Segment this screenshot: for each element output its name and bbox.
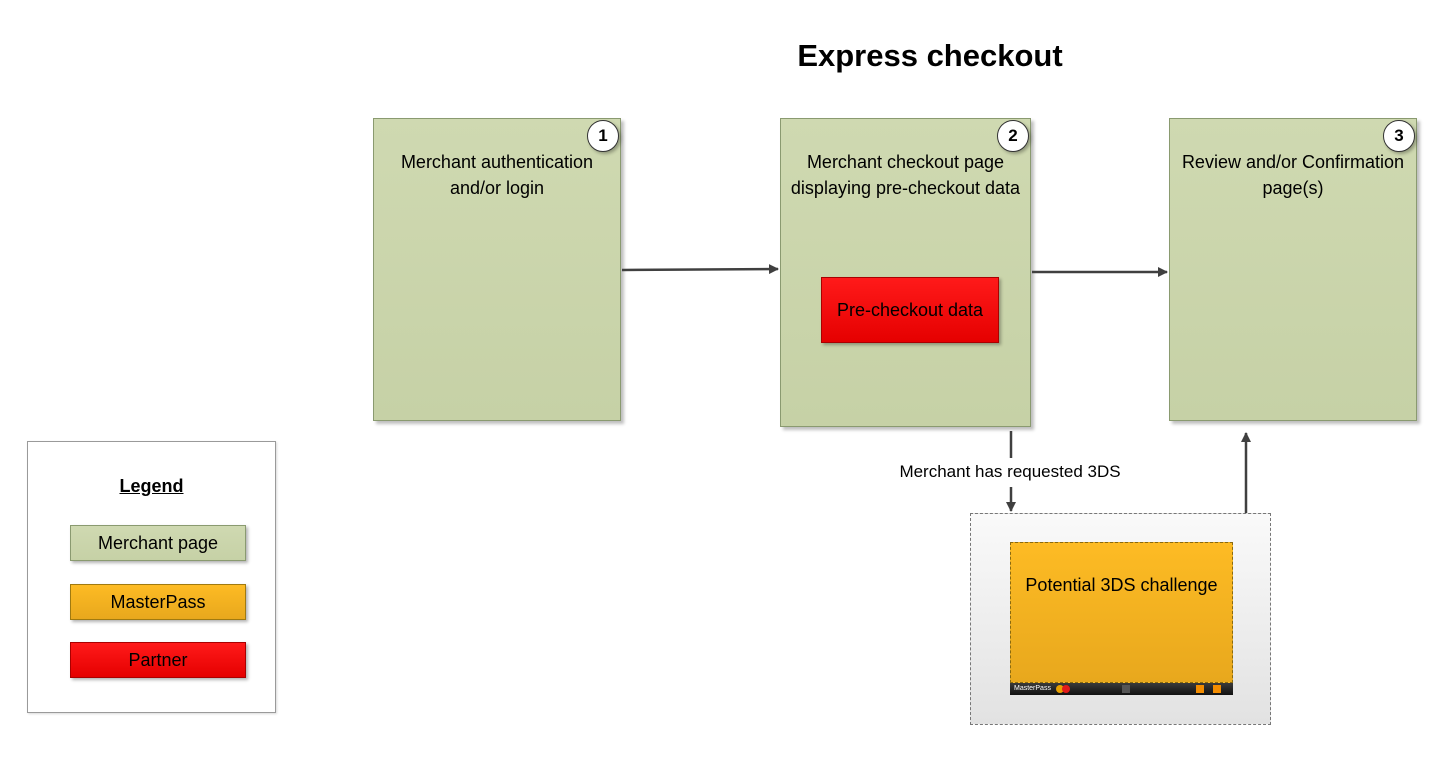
legend-panel: Legend Merchant page MasterPass Partner: [27, 441, 276, 713]
legend-masterpass: MasterPass: [70, 584, 246, 620]
step-2-merchant-page: Merchant checkout page displaying pre-ch…: [780, 118, 1031, 427]
legend-merchant-page: Merchant page: [70, 525, 246, 561]
legend-partner: Partner: [70, 642, 246, 678]
masterpass-logo-red-icon: [1062, 685, 1070, 693]
arrow-step1-to-step2: [621, 264, 779, 275]
step-1-merchant-page: Merchant authentication and/or login 1: [373, 118, 621, 421]
cart-icon: [1196, 685, 1204, 693]
legend-title: Legend: [119, 476, 184, 496]
masterpass-bar-brand: MasterPass: [1014, 685, 1051, 692]
step-2-label: Merchant checkout page displaying pre-ch…: [790, 152, 1021, 198]
diagram-title: Express checkout: [797, 38, 1063, 73]
3ds-challenge-masterpass-box: Potential 3DS challenge: [1010, 542, 1233, 683]
masterpass-toolbar: MasterPass: [1010, 683, 1233, 695]
step-1-label: Merchant authentication and/or login: [400, 152, 594, 198]
step-3-label: Review and/or Confirmation page(s): [1181, 152, 1405, 198]
3ds-challenge-label: Potential 3DS challenge: [1025, 575, 1218, 595]
step-2-badge: 2: [997, 120, 1029, 152]
3ds-requested-edge-label: Merchant has requested 3DS: [899, 462, 1121, 481]
step-1-badge: 1: [587, 120, 619, 152]
masterpass-logo-icon: [1056, 685, 1064, 693]
step-3-badge: 3: [1383, 120, 1415, 152]
toolbar-separator-icon: [1122, 685, 1130, 693]
wallet-icon: [1213, 685, 1221, 693]
step-3-merchant-page: Review and/or Confirmation page(s) 3: [1169, 118, 1417, 421]
pre-checkout-data-partner-box: Pre-checkout data: [821, 277, 999, 343]
